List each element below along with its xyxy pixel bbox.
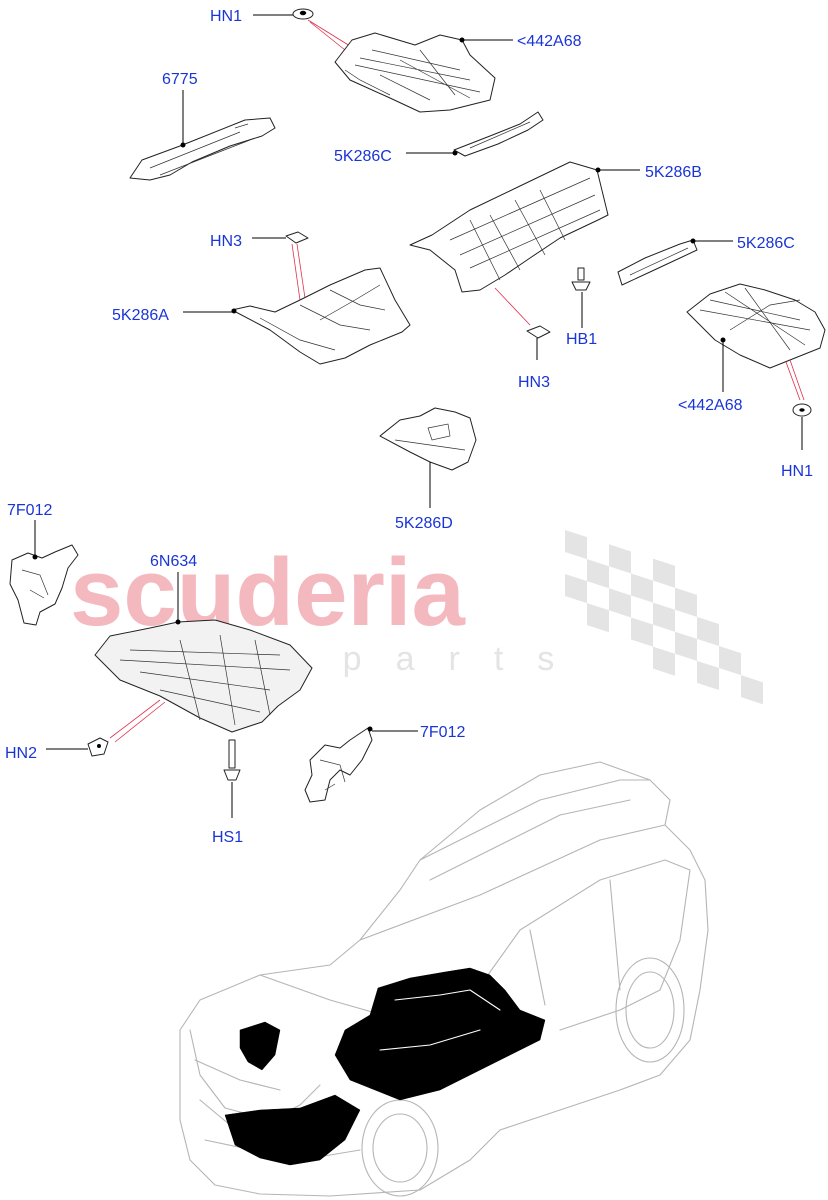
label-hn1-top[interactable]: HN1 xyxy=(210,8,242,25)
part-hn3-left[interactable] xyxy=(285,231,309,244)
part-6775[interactable] xyxy=(129,117,276,181)
part-5k286d[interactable] xyxy=(379,407,477,471)
label-7f012-left[interactable]: 7F012 xyxy=(7,502,52,519)
part-hn3-mid[interactable] xyxy=(526,325,551,339)
part-hn1-right[interactable] xyxy=(792,403,812,417)
part-5k286c-right[interactable] xyxy=(617,238,698,286)
label-7f012-right[interactable]: 7F012 xyxy=(420,724,465,741)
label-hn2[interactable]: HN2 xyxy=(5,745,37,762)
label-hn3-mid[interactable]: HN3 xyxy=(518,374,550,391)
label-hs1[interactable]: HS1 xyxy=(212,829,243,846)
part-442a68-top[interactable] xyxy=(334,32,496,113)
part-5k286b[interactable] xyxy=(409,161,609,293)
label-5k286c-top[interactable]: 5K286C xyxy=(334,148,392,165)
label-5k286a[interactable]: 5K286A xyxy=(112,307,169,324)
part-hn2[interactable] xyxy=(87,737,109,757)
label-6775[interactable]: 6775 xyxy=(162,71,198,88)
vehicle-highlight-parts xyxy=(224,967,546,1166)
part-7f012-right[interactable] xyxy=(304,726,373,803)
label-hn3-left[interactable]: HN3 xyxy=(210,233,242,250)
label-6n634[interactable]: 6N634 xyxy=(150,553,197,570)
part-7f012-left[interactable] xyxy=(9,544,79,626)
vehicle-outline xyxy=(179,761,709,1197)
watermark-brand: scuderia xyxy=(70,539,465,646)
part-5k286c-top[interactable] xyxy=(452,111,544,157)
part-5k286a[interactable] xyxy=(231,267,411,365)
part-6n634[interactable] xyxy=(94,619,313,733)
part-hn1-top[interactable] xyxy=(292,8,314,20)
label-5k286b[interactable]: 5K286B xyxy=(645,164,702,181)
label-hb1[interactable]: HB1 xyxy=(566,331,597,348)
watermark: scuderia car parts xyxy=(70,530,763,705)
label-442a68-right[interactable]: <442A68 xyxy=(678,397,743,414)
label-hn1-right[interactable]: HN1 xyxy=(781,463,813,480)
label-5k286c-right[interactable]: 5K286C xyxy=(737,235,795,252)
part-442a68-right[interactable] xyxy=(686,283,826,369)
part-hs1[interactable] xyxy=(223,739,241,781)
label-442a68-top[interactable]: <442A68 xyxy=(517,33,582,50)
label-5k286d[interactable]: 5K286D xyxy=(395,515,453,532)
part-hb1[interactable] xyxy=(571,267,591,291)
watermark-checker-icon xyxy=(565,530,763,705)
